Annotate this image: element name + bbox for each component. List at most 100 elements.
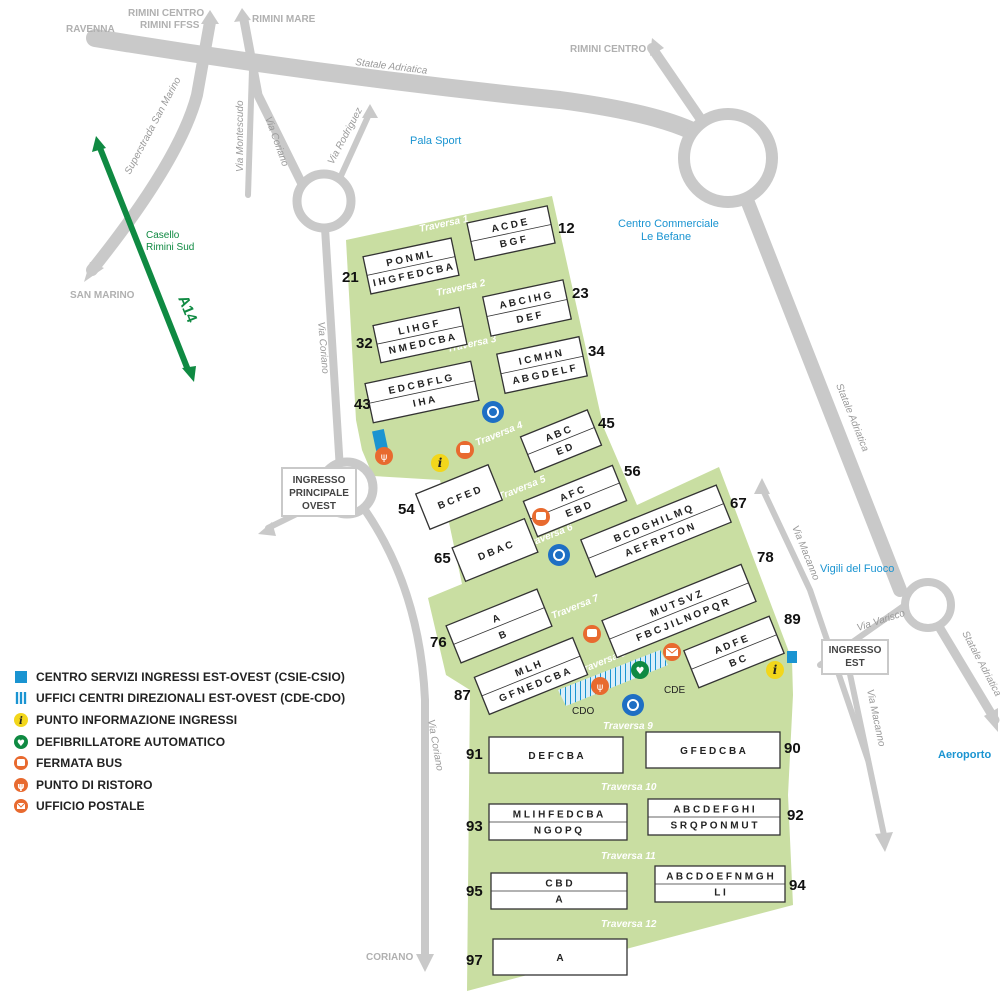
pavilion-number: 34 xyxy=(588,343,605,360)
info-point-icon-ovest: i xyxy=(431,454,449,472)
pavilion-23[interactable]: A B C I H GD E F23 xyxy=(481,279,589,337)
label-casello-1: Casello xyxy=(146,230,180,241)
pavilion-divider xyxy=(376,325,464,345)
pavilion-divider xyxy=(609,582,749,640)
ingresso-est-line1: INGRESSO xyxy=(829,645,882,656)
svg-text:ψ: ψ xyxy=(597,682,604,693)
info-point-icon-est: i xyxy=(766,661,784,679)
pavilion-halls-bottom: N G O P Q xyxy=(534,826,582,837)
label-via-macanno-2: Via Macanno xyxy=(864,688,887,748)
defibrillator-icon: ♥ xyxy=(14,734,28,749)
pavilion-number: 45 xyxy=(598,415,615,432)
legend-label: CENTRO SERVIZI INGRESSI EST-OVEST (CSIE-… xyxy=(36,669,345,684)
pavilion-54[interactable]: B C F E D54 xyxy=(398,463,504,531)
roundabout-large xyxy=(678,108,778,208)
legend-item-post: UFFICIO POSTALE xyxy=(14,796,374,818)
legend-item-defibrillator: ♥ DEFIBRILLATORE AUTOMATICO xyxy=(14,731,374,753)
legend-item-uffici: UFFICI CENTRI DIREZIONALI EST-OVEST (CDE… xyxy=(14,688,374,710)
label-san-marino: SAN MARINO xyxy=(70,290,135,301)
pavilion-12[interactable]: A C D EB G F12 xyxy=(466,205,575,261)
label-cde: CDE xyxy=(664,685,685,696)
label-casello-2: Rimini Sud xyxy=(146,242,194,253)
ingresso-ovest-line1: INGRESSO xyxy=(293,475,346,486)
ingresso-est[interactable]: INGRESSO EST xyxy=(821,639,889,675)
pavilion-number: 91 xyxy=(466,746,483,763)
legend: CENTRO SERVIZI INGRESSI EST-OVEST (CSIE-… xyxy=(14,666,374,817)
pavilion-number: 95 xyxy=(466,883,483,900)
pavilion-number: 97 xyxy=(466,952,483,969)
pavilion-halls-top: M L I H F E D C B A xyxy=(513,810,604,821)
pavilion-91[interactable]: D E F C B A91 xyxy=(466,736,624,774)
pavilion-21[interactable]: P O N M LI H G F E D C B A21 xyxy=(342,237,460,295)
legend-item-csie-csio: CENTRO SERVIZI INGRESSI EST-OVEST (CSIE-… xyxy=(14,666,374,688)
roundabout-marker-icon-2 xyxy=(548,544,570,566)
label-via-montescudo: Via Montescudo xyxy=(235,100,246,172)
pavilion-divider xyxy=(366,256,456,276)
traversa-12: Traversa 12 xyxy=(601,919,657,930)
pavilion-number: 23 xyxy=(572,285,589,302)
place-labels: Pala Sport Centro Commerciale Le Befane … xyxy=(410,135,991,761)
legend-label: PUNTO DI RISTORO xyxy=(36,777,153,792)
pavilion-number: 92 xyxy=(787,807,804,824)
map-icons[interactable]: ψ ψ i i ♥ xyxy=(372,401,797,716)
pavilion-number: 65 xyxy=(434,550,451,567)
pavilion-halls-top: A xyxy=(491,613,502,626)
label-vigili: Vigili del Fuoco xyxy=(820,563,894,575)
svg-text:ψ: ψ xyxy=(17,782,24,792)
pavilion-divider xyxy=(527,427,595,455)
pavilion-number: 90 xyxy=(784,740,801,757)
restaurant-icon-cdo: ψ xyxy=(591,677,609,695)
svg-text:ψ: ψ xyxy=(381,452,388,463)
csie-csio-square-icon xyxy=(14,670,28,684)
pavilion-65[interactable]: D B A C65 xyxy=(434,517,539,583)
legend-item-info: i PUNTO INFORMAZIONE INGRESSI xyxy=(14,709,374,731)
pavilion-45[interactable]: A B CE D45 xyxy=(519,409,615,473)
traversa-10: Traversa 10 xyxy=(601,782,657,793)
pavilion-outline xyxy=(451,517,539,583)
pavilion-number: 12 xyxy=(558,220,575,237)
legend-label: UFFICIO POSTALE xyxy=(36,799,145,814)
pavilion-92[interactable]: A B C D E F G H IS R Q P O N M U T92 xyxy=(647,798,804,836)
pavilion-43[interactable]: E D C B F L GI H A43 xyxy=(354,360,480,424)
pavilion-divider xyxy=(588,503,724,559)
pavilion-number: 67 xyxy=(730,495,747,512)
pavilion-number: 93 xyxy=(466,818,483,835)
svg-text:i: i xyxy=(773,663,778,677)
pavilion-87[interactable]: M L HG F N E D C B A87 xyxy=(454,636,589,716)
ingresso-ovest[interactable]: INGRESSO PRINCIPALE OVEST xyxy=(281,467,357,517)
label-aeroporto: Aeroporto xyxy=(938,749,991,761)
svg-text:i: i xyxy=(438,456,443,470)
label-pala-sport: Pala Sport xyxy=(410,135,461,147)
label-rimini-mare: RIMINI MARE xyxy=(252,14,316,25)
pavilion-divider xyxy=(369,380,475,404)
ingresso-ovest-line2: PRINCIPALE xyxy=(289,488,349,499)
pavilion-divider xyxy=(486,299,568,317)
pavilion-97[interactable]: A 97 xyxy=(466,938,628,976)
pavilion-halls-bottom: A xyxy=(555,895,562,906)
defibrillator-icon-map: ♥ xyxy=(631,661,649,679)
pavilion-halls-top: A B C D O E F N M G H xyxy=(666,872,773,883)
pavilion-halls-bottom: B G F xyxy=(499,234,527,250)
legend-item-bus: FERMATA BUS xyxy=(14,752,374,774)
pavilion-outline xyxy=(645,731,781,769)
label-via-coriano-2: Via Coriano xyxy=(315,321,331,374)
label-centro-commerciale-2: Le Befane xyxy=(641,231,691,243)
post-office-icon xyxy=(14,799,28,814)
label-centro-commerciale-1: Centro Commerciale xyxy=(618,218,719,230)
uffici-hatched-icon xyxy=(14,691,28,705)
pavilion-93[interactable]: M L I H F E D C B A N G O P Q 93 xyxy=(466,803,628,841)
pavilion-halls-top: A xyxy=(556,953,563,964)
pavilion-number: 32 xyxy=(356,335,373,352)
legend-label: PUNTO INFORMAZIONE INGRESSI xyxy=(36,712,238,727)
pavilion-divider xyxy=(500,355,584,375)
pavilion-outline xyxy=(414,463,504,531)
pavilion-89[interactable]: A D F EB C89 xyxy=(683,611,801,689)
label-ravenna: RAVENNA xyxy=(66,24,115,35)
svg-text:♥: ♥ xyxy=(636,666,645,677)
pavilion-divider xyxy=(481,655,581,697)
